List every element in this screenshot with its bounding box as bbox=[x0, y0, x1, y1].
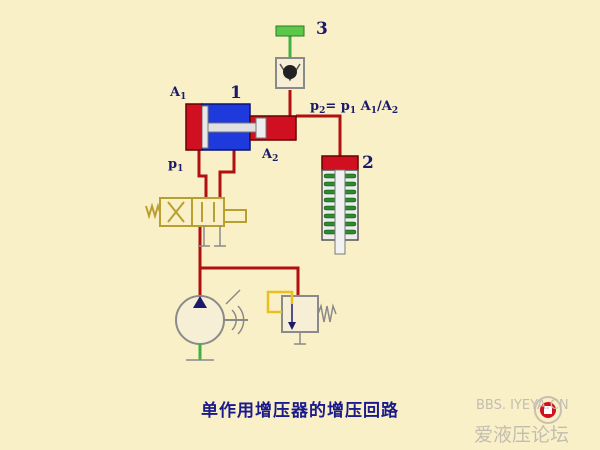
relief-branch-pipe bbox=[200, 266, 300, 296]
check-valve-seat bbox=[279, 63, 301, 82]
cylinder-2-red-chamber bbox=[321, 155, 359, 171]
formula-a1: A bbox=[356, 99, 372, 114]
formula-eq: = p bbox=[325, 99, 350, 114]
booster-large-chamber-p1 bbox=[185, 103, 203, 151]
pressure-formula: p2= p1 A1/A2 bbox=[310, 99, 398, 116]
formula-p2: p bbox=[310, 99, 319, 114]
label-2: 2 bbox=[362, 153, 374, 173]
p1-pipe bbox=[197, 150, 208, 198]
label-a2-sub: 2 bbox=[272, 154, 278, 164]
booster-cylinder-1 bbox=[185, 103, 297, 151]
label-1: 1 bbox=[230, 83, 242, 103]
high-pressure-pipe bbox=[296, 114, 342, 156]
booster-plunger bbox=[255, 117, 267, 139]
check-valve-ball bbox=[283, 65, 297, 79]
label-a1-sub: 1 bbox=[180, 92, 186, 102]
label-a2-main: A bbox=[261, 147, 273, 162]
label-p1-sub: 1 bbox=[177, 164, 183, 174]
load-cylinder-2 bbox=[321, 155, 359, 255]
formula-slash-a2: /A bbox=[377, 99, 393, 114]
formula-p1-sub: 1 bbox=[350, 106, 356, 116]
watermark-url: BBS. IYEYA.CN bbox=[476, 398, 569, 413]
hydraulic-pump bbox=[175, 289, 248, 361]
valve-block-right bbox=[191, 197, 225, 227]
directional-valve bbox=[145, 197, 247, 247]
relief-valve bbox=[266, 290, 337, 345]
relief-spring bbox=[317, 303, 337, 323]
label-p1: p1 bbox=[168, 157, 183, 174]
relief-pilot-line bbox=[266, 290, 294, 314]
booster-piston bbox=[201, 105, 209, 149]
diagram-caption: 单作用增压器的增压回路 bbox=[201, 401, 399, 421]
pump-arrow bbox=[193, 296, 207, 308]
label-a1-main: A bbox=[169, 85, 181, 100]
label-a2: A2 bbox=[261, 147, 278, 164]
formula-a2-sub: 2 bbox=[392, 106, 398, 116]
pipe-lines bbox=[197, 90, 342, 296]
label-a1: A1 bbox=[169, 85, 186, 102]
watermark-logo-icon bbox=[534, 396, 562, 424]
label-3: 3 bbox=[316, 19, 328, 39]
tank-3 bbox=[275, 25, 305, 37]
relief-valve-body bbox=[281, 295, 319, 333]
cylinder-2-rod bbox=[334, 169, 346, 255]
formula-a1-sub: 1 bbox=[371, 106, 377, 116]
formula-p2-sub: 2 bbox=[319, 106, 325, 116]
return-pipe-booster bbox=[218, 150, 236, 198]
label-p1-main: p bbox=[168, 157, 177, 172]
valve-solenoid bbox=[224, 209, 247, 223]
watermark-name: 爱液压论坛 bbox=[474, 424, 570, 446]
check-valve-3 bbox=[275, 25, 305, 89]
